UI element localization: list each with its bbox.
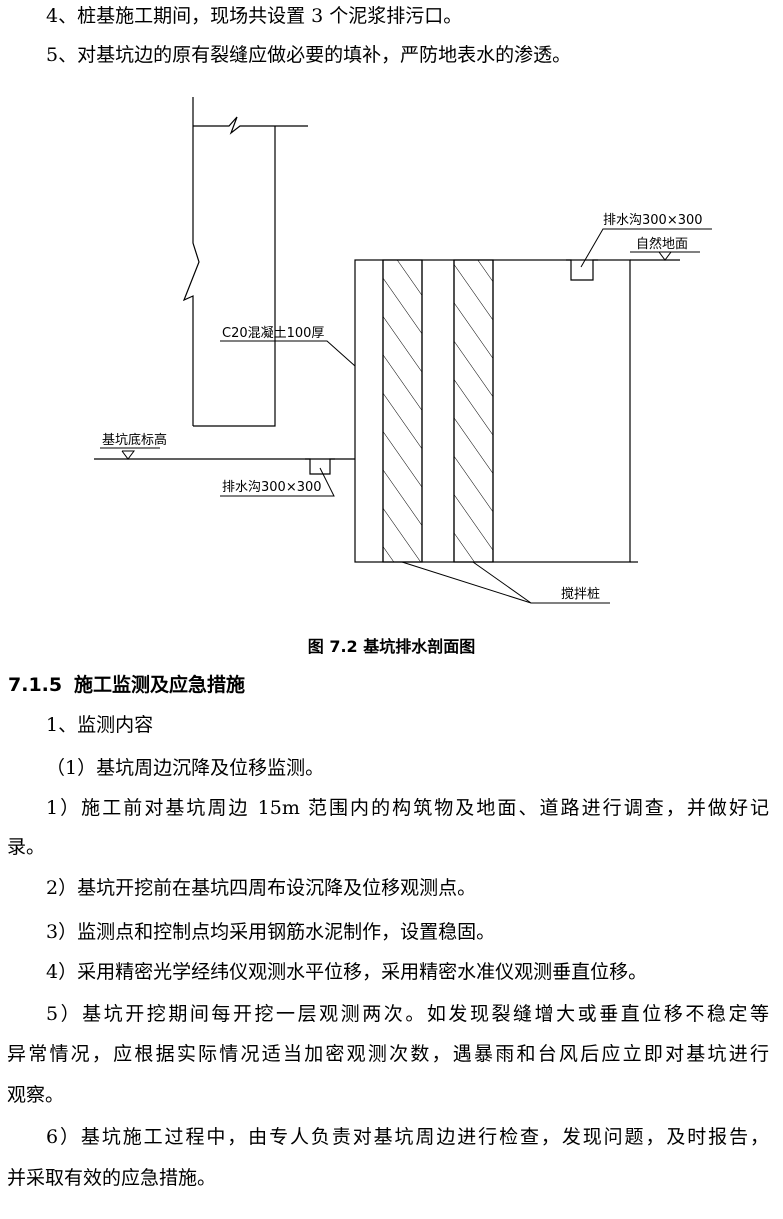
label-drain-bottom: 排水沟300×300: [222, 480, 322, 495]
section-number: 7.1.5: [8, 674, 63, 696]
body-paragraph: 6）基坑施工过程中，由专人负责对基坑周边进行检查，发现问题，及时报告，: [46, 1126, 769, 1148]
body-paragraph-continued: 异常情况，应根据实际情况适当加密观测次数，遇暴雨和台风后应立即对基坑进行: [7, 1043, 769, 1065]
concrete-leader: [220, 340, 356, 367]
bottom-drain-ditch: [305, 458, 335, 475]
body-paragraph: 4）采用精密光学经纬仪观测水平位移，采用精密水准仪观测垂直位移。: [46, 961, 648, 983]
intro-item-4: 4、桩基施工期间，现场共设置 3 个泥浆排污口。: [46, 5, 463, 27]
body-paragraph: 1）施工前对基坑周边 15m 范围内的构筑物及地面、道路进行调查，并做好记: [46, 797, 769, 819]
intro-item-5: 5、对基坑边的原有裂缝应做必要的填补，严防地表水的渗透。: [46, 44, 572, 66]
body-paragraph: （1）基坑周边沉降及位移监测。: [46, 757, 325, 779]
body-paragraph-continued: 并采取有效的应急措施。: [7, 1167, 217, 1189]
section-heading: 7.1.5 施工监测及应急措施: [8, 670, 245, 697]
left-slope-line: [182, 97, 200, 426]
drain-top-leader: [580, 228, 712, 268]
section-title: 施工监测及应急措施: [74, 674, 246, 696]
body-paragraph: 2）基坑开挖前在基坑四周布设沉降及位移观测点。: [46, 877, 477, 899]
top-ground-line: [193, 116, 308, 135]
pit-drainage-section-figure: 排水沟300×300 自然地面 C20混凝土100厚 基坑底标高 排水沟300×…: [94, 97, 712, 604]
top-drain-ditch: [566, 259, 598, 281]
label-drain-top: 排水沟300×300: [603, 213, 703, 228]
body-paragraph-continued: 观察。: [7, 1084, 65, 1106]
inner-slope-line: [193, 126, 276, 427]
body-paragraph: 5）基坑开挖期间每开挖一层观测两次。如发现裂缝增大或垂直位移不稳定等: [46, 1003, 769, 1025]
body-paragraph: 1、监测内容: [46, 714, 154, 736]
label-concrete: C20混凝土100厚: [222, 325, 324, 341]
mixing-pile-right: [453, 259, 494, 563]
label-mixing-pile: 搅拌桩: [561, 586, 600, 602]
body-paragraph-continued: 录。: [7, 836, 46, 858]
body-paragraph: 3）监测点和控制点均采用钢筋水泥制作，设置稳固。: [46, 921, 496, 943]
label-natural-ground: 自然地面: [636, 236, 688, 252]
drain-bottom-leader: [220, 467, 335, 497]
label-pit-bottom: 基坑底标高: [102, 432, 167, 448]
figure-caption: 图 7.2 基坑排水剖面图: [307, 637, 476, 656]
mixing-pile-left: [382, 259, 423, 563]
